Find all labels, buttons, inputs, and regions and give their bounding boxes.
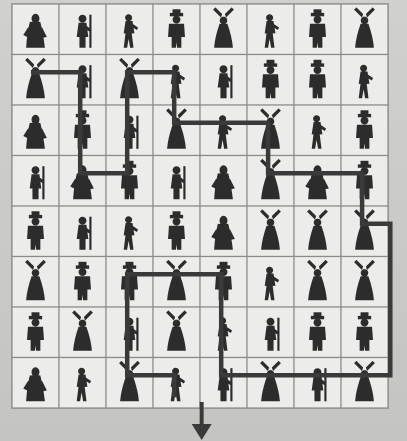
grid-cell[interactable]	[247, 4, 294, 55]
grid-cell[interactable]	[247, 55, 294, 106]
grid-cell[interactable]	[200, 257, 247, 308]
grid-cell[interactable]	[12, 4, 59, 55]
grid-cell[interactable]	[106, 4, 153, 55]
grid-cell[interactable]	[247, 206, 294, 257]
grid-cell[interactable]	[106, 55, 153, 106]
grid-cell[interactable]	[200, 307, 247, 358]
grid-cell[interactable]	[200, 105, 247, 156]
grid-cell[interactable]	[294, 307, 341, 358]
grid-cell[interactable]	[247, 105, 294, 156]
grid-cell[interactable]	[294, 358, 341, 409]
grid-cell[interactable]	[12, 55, 59, 106]
grid-cell[interactable]	[153, 307, 200, 358]
grid-cell[interactable]	[59, 156, 106, 207]
grid-cell[interactable]	[106, 307, 153, 358]
grid-cell[interactable]	[59, 55, 106, 106]
grid-cell[interactable]	[153, 55, 200, 106]
grid-cell[interactable]	[341, 206, 388, 257]
grid-cell[interactable]	[12, 105, 59, 156]
grid-cell[interactable]	[59, 307, 106, 358]
grid-cell[interactable]	[341, 156, 388, 207]
grid-cell[interactable]	[200, 206, 247, 257]
grid-cell[interactable]	[59, 358, 106, 409]
grid-cell[interactable]	[294, 55, 341, 106]
grid-cell[interactable]	[247, 307, 294, 358]
grid-cell[interactable]	[294, 156, 341, 207]
grid-cell[interactable]	[341, 257, 388, 308]
grid-cell[interactable]	[200, 4, 247, 55]
grid-cell[interactable]	[341, 307, 388, 358]
grid-cell[interactable]	[247, 156, 294, 207]
grid-cell[interactable]	[200, 55, 247, 106]
grid-cell[interactable]	[294, 105, 341, 156]
grid-cell[interactable]	[12, 257, 59, 308]
grid-cell[interactable]	[106, 257, 153, 308]
grid-cell[interactable]	[200, 156, 247, 207]
grid-cell[interactable]	[106, 206, 153, 257]
grid-cell[interactable]	[341, 105, 388, 156]
grid-cell[interactable]	[341, 55, 388, 106]
grid-cell[interactable]	[59, 4, 106, 55]
grid-cell[interactable]	[106, 156, 153, 207]
grid-cell[interactable]	[153, 4, 200, 55]
grid-cell[interactable]	[12, 156, 59, 207]
grid-cell[interactable]	[341, 358, 388, 409]
grid-cell[interactable]	[153, 105, 200, 156]
grid-cell[interactable]	[341, 4, 388, 55]
grid-cell[interactable]	[12, 358, 59, 409]
grid-cell[interactable]	[153, 257, 200, 308]
grid-cell[interactable]	[200, 358, 247, 409]
grid-cell[interactable]	[294, 257, 341, 308]
grid-cell[interactable]	[247, 358, 294, 409]
exit-arrow-shaft	[200, 402, 204, 426]
grid-cell[interactable]	[247, 257, 294, 308]
grid-cell[interactable]	[153, 358, 200, 409]
grid-cell[interactable]	[153, 156, 200, 207]
grid-cell[interactable]	[106, 358, 153, 409]
grid-cell[interactable]	[59, 105, 106, 156]
grid-cell[interactable]	[59, 257, 106, 308]
grid-cell[interactable]	[12, 307, 59, 358]
grid-cell[interactable]	[106, 105, 153, 156]
exit-arrow-icon	[192, 424, 212, 440]
grid-cell[interactable]	[294, 4, 341, 55]
grid-cell[interactable]	[12, 206, 59, 257]
grid-cell[interactable]	[153, 206, 200, 257]
grid-cell[interactable]	[59, 206, 106, 257]
grid-cell[interactable]	[294, 206, 341, 257]
